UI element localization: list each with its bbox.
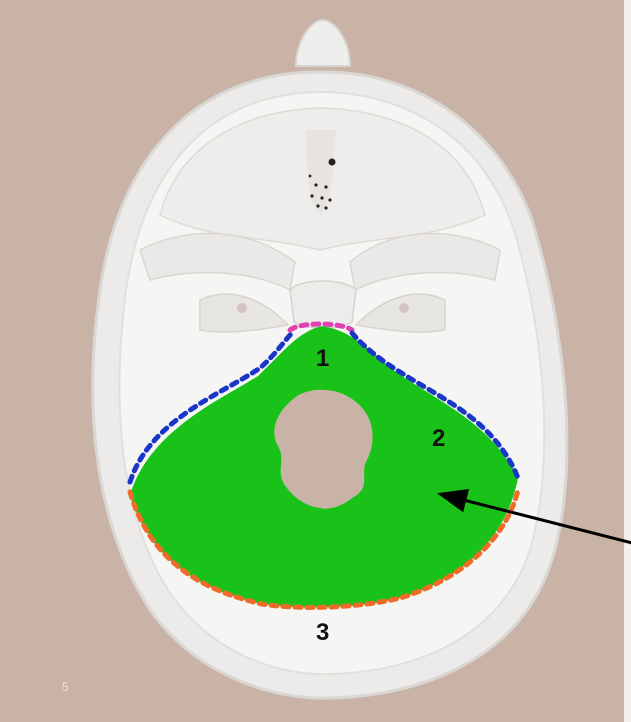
internal-acoustic-meatus-left (237, 303, 247, 313)
crista-galli (296, 20, 350, 66)
sella-turcica (290, 281, 356, 328)
region-2-label: 2 (432, 425, 445, 452)
right-edge-strip (624, 0, 631, 722)
internal-acoustic-meatus-right (399, 303, 409, 313)
region-3-label: 3 (316, 619, 329, 646)
region-1-label: 1 (316, 345, 329, 372)
page-number: 5 (62, 680, 69, 694)
